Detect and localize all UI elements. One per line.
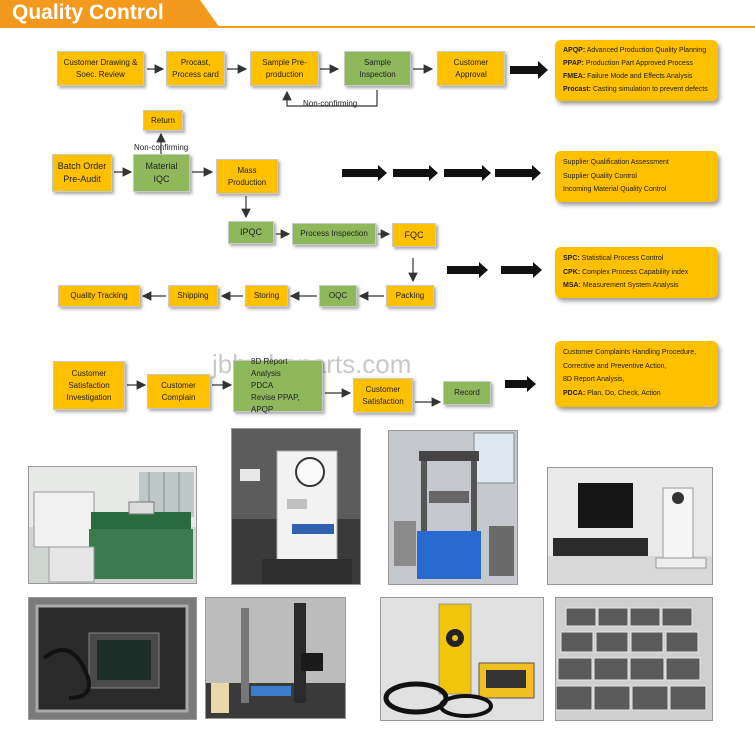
info-box-spc: SPC: Statistical Process Control CPK: Co… (555, 247, 718, 298)
info-row: Corrective and Preventive Action, (563, 362, 667, 370)
info-row: Supplier Quality Control (563, 172, 637, 180)
ipqc-box: IPQC (228, 221, 274, 244)
info-row: Customer Complaints Handling Procedure, (563, 349, 697, 356)
customer-satisfaction-box: Customer Satisfaction (353, 378, 413, 413)
info-row: SPC: Statistical Process Control (563, 255, 664, 262)
info-row: Incoming Material Quality Control (563, 186, 667, 193)
non-confirming-label-2: Non-confirming (134, 143, 189, 152)
mass-production-box: Mass Production (216, 159, 278, 194)
report-8d-line: 8D Report Analysis (251, 357, 288, 378)
sample-inspection-box: Sample Inspection (344, 51, 411, 86)
sample-preproduction-box: Sample Pre-production (250, 51, 319, 86)
header-rule (0, 26, 755, 28)
info-row: FMEA: Failure Mode and Effects Analysis (563, 73, 693, 80)
page-title: Quality Control (12, 1, 164, 24)
info-row: MSA: Measurement System Analysis (563, 282, 679, 289)
photo-universal-tester (388, 430, 518, 585)
photo-equipment-case (28, 597, 197, 720)
info-row: PPAP: Production Part Approved Process (563, 60, 693, 67)
customer-drawing-review-box: Customer Drawing & Soec. Review (57, 51, 144, 86)
info-box-apqp: APQP: Advanced Production Quality Planni… (555, 40, 718, 101)
info-row: Procast: Casting simulation to prevent d… (563, 86, 708, 93)
photo-testing-machine (28, 466, 197, 584)
material-iqc-box: Material IQC (133, 154, 190, 192)
header-bar: Quality Control (0, 0, 755, 30)
oqc-box: OQC (319, 285, 357, 307)
non-confirming-label: Non-confirming (303, 99, 358, 108)
analysis-box: 8D Report Analysis PDCA Revise PPAP, APQ… (233, 357, 323, 414)
title-banner (0, 0, 220, 28)
return-box: Return (143, 110, 183, 131)
info-row: APQP: Advanced Production Quality Planni… (563, 47, 707, 54)
info-row: 8D Report Analysis, (563, 376, 625, 383)
customer-complain-box: Customer Complain (147, 374, 210, 409)
packing-box: Packing (386, 285, 434, 307)
photo-microscope (547, 467, 713, 585)
process-inspection-box: Process Inspection (292, 223, 376, 245)
info-row: CPK: Complex Process Capability index (563, 268, 689, 276)
customer-satisfaction-investigation-box: Customer Satisfaction Investigation (53, 361, 125, 410)
fqc-box: FQC (392, 223, 436, 247)
storing-box: Storing (245, 285, 288, 307)
batch-order-preaudit-box: Batch Order Pre-Audit (52, 154, 112, 192)
photo-xray-inspection (380, 597, 544, 721)
record-box: Record (443, 381, 491, 405)
shipping-box: Shipping (168, 285, 218, 307)
info-box-supplier: Supplier Qualification Assessment Suppli… (555, 151, 718, 202)
info-row: PDCA: Plan, Do, Check, Action (563, 389, 661, 397)
revise-line: Revise PPAP, APQP (251, 393, 300, 414)
photo-parts-storage (555, 597, 713, 721)
procast-process-card-box: Procast, Process card (166, 51, 225, 86)
photo-height-gauge (205, 597, 346, 719)
info-row: Supplier Qualification Assessment (563, 159, 669, 166)
info-box-complaints: Customer Complaints Handling Procedure, … (555, 341, 718, 407)
photo-hardness-tester (231, 428, 361, 585)
customer-approval-box: Customer Approval (437, 51, 505, 86)
pdca-line: PDCA (251, 381, 274, 390)
quality-tracking-box: Quality Tracking (58, 285, 140, 307)
